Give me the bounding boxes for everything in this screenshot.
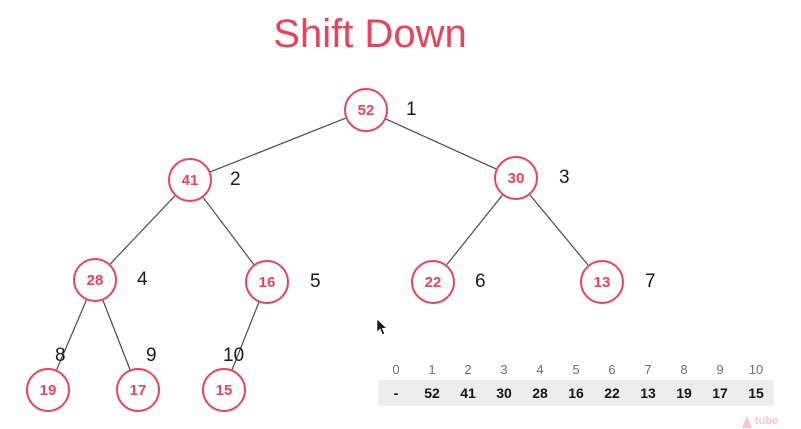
array-value-cell[interactable]: 16 bbox=[568, 385, 584, 401]
tree-edge bbox=[202, 197, 255, 265]
array-value-cell[interactable]: 30 bbox=[496, 385, 512, 401]
tree-node-value: 16 bbox=[258, 273, 276, 291]
array-index-cell: 4 bbox=[536, 361, 544, 377]
heap-array-table: 0 1 2 3 4 5 6 7 8 9 10 - 52 41 30 28 16 22 13 19 17 15 bbox=[378, 358, 774, 406]
array-index-cell: 10 bbox=[748, 361, 764, 377]
tree-node-value: 41 bbox=[181, 171, 199, 189]
array-value-cell[interactable]: 52 bbox=[424, 385, 440, 401]
tree-edge bbox=[56, 299, 87, 371]
array-index-cell: 3 bbox=[500, 361, 508, 377]
tree-node-value: 22 bbox=[424, 273, 442, 291]
tree-node-index-3: 3 bbox=[559, 167, 570, 188]
array-value-cell[interactable]: 22 bbox=[604, 385, 620, 401]
watermark: tube bbox=[742, 414, 800, 429]
tree-node-17[interactable]: 17 bbox=[116, 368, 160, 412]
array-value-cell[interactable]: 17 bbox=[712, 385, 728, 401]
tree-node-30[interactable]: 30 bbox=[494, 156, 538, 200]
tree-edge bbox=[109, 195, 176, 265]
array-value-cell[interactable]: 15 bbox=[748, 385, 764, 401]
array-index-cell: 7 bbox=[644, 361, 652, 377]
array-index-row: 0 1 2 3 4 5 6 7 8 9 10 bbox=[378, 358, 774, 380]
tree-edge bbox=[102, 300, 131, 370]
tree-node-index-1: 1 bbox=[406, 99, 417, 120]
tree-node-19[interactable]: 19 bbox=[26, 368, 70, 412]
array-index-cell: 8 bbox=[680, 361, 688, 377]
tree-node-13[interactable]: 13 bbox=[580, 260, 624, 304]
tree-node-value: 52 bbox=[357, 101, 375, 119]
tree-node-value: 19 bbox=[39, 381, 57, 399]
tree-node-16[interactable]: 16 bbox=[245, 260, 289, 304]
array-value-cell[interactable]: - bbox=[393, 385, 399, 401]
tree-node-index-5: 5 bbox=[310, 271, 321, 292]
mouse-cursor-icon bbox=[377, 319, 388, 335]
array-index-cell: 9 bbox=[716, 361, 724, 377]
tree-node-41[interactable]: 41 bbox=[168, 158, 212, 202]
tree-node-22[interactable]: 22 bbox=[411, 260, 455, 304]
tree-node-index-8: 8 bbox=[55, 345, 66, 366]
tree-node-index-7: 7 bbox=[645, 271, 656, 292]
tree-edge bbox=[210, 117, 346, 173]
array-value-cell[interactable]: 28 bbox=[532, 385, 548, 401]
array-index-cell: 6 bbox=[608, 361, 616, 377]
tree-node-28[interactable]: 28 bbox=[73, 258, 117, 302]
watermark-mark-icon bbox=[742, 416, 752, 428]
array-index-cell: 0 bbox=[392, 361, 400, 377]
tree-node-index-6: 6 bbox=[475, 271, 486, 292]
array-value-cell[interactable]: 41 bbox=[460, 385, 476, 401]
tree-edge bbox=[231, 302, 260, 370]
tree-edge bbox=[446, 194, 503, 266]
array-value-cell[interactable]: 13 bbox=[640, 385, 656, 401]
page-title: Shift Down bbox=[273, 12, 467, 56]
tree-node-index-2: 2 bbox=[230, 169, 241, 190]
tree-node-value: 13 bbox=[593, 273, 611, 291]
tree-node-index-10: 10 bbox=[223, 345, 245, 366]
tree-node-value: 17 bbox=[129, 381, 147, 399]
tree-node-value: 28 bbox=[86, 271, 104, 289]
tree-node-index-4: 4 bbox=[137, 269, 148, 290]
tree-edge bbox=[385, 118, 497, 170]
tree-node-value: 30 bbox=[507, 169, 525, 187]
array-index-cell: 5 bbox=[572, 361, 580, 377]
tree-node-value: 15 bbox=[215, 381, 233, 399]
array-value-cell[interactable]: 19 bbox=[676, 385, 692, 401]
tree-node-52[interactable]: 52 bbox=[344, 88, 388, 132]
watermark-text: tube bbox=[755, 415, 779, 427]
tree-node-index-9: 9 bbox=[146, 345, 157, 366]
tree-edge bbox=[529, 194, 589, 266]
array-value-row: - 52 41 30 28 16 22 13 19 17 15 bbox=[378, 380, 774, 406]
tree-node-15[interactable]: 15 bbox=[202, 368, 246, 412]
array-index-cell: 1 bbox=[428, 361, 436, 377]
array-index-cell: 2 bbox=[464, 361, 472, 377]
